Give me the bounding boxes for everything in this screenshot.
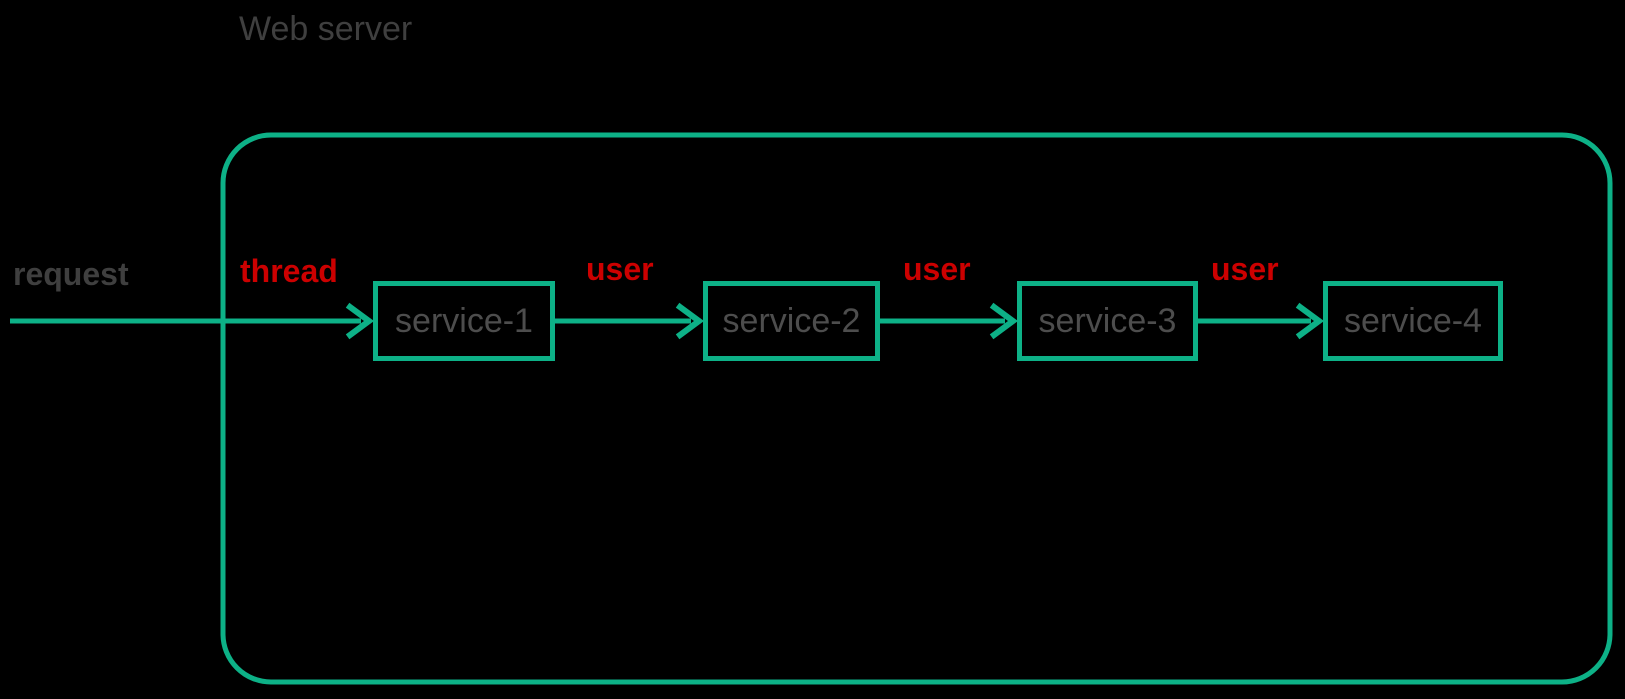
node-service-4[interactable]: service-4 <box>1323 281 1503 361</box>
edge-service-1-to-service-2 <box>555 302 705 340</box>
node-service-1[interactable]: service-1 <box>373 281 555 361</box>
edge-label-user-2: user <box>903 251 971 287</box>
request-flow-label: request <box>13 256 129 292</box>
node-service-2[interactable]: service-2 <box>703 281 880 361</box>
edge-label-user-3: user <box>1211 251 1279 287</box>
edge-label-user-1: user <box>586 251 654 287</box>
web-server-group-title: Web server <box>239 10 413 48</box>
edge-label-thread: thread <box>240 253 338 289</box>
node-service-1-label: service-1 <box>395 301 533 340</box>
node-service-3[interactable]: service-3 <box>1017 281 1198 361</box>
node-service-2-label: service-2 <box>722 301 861 340</box>
edge-service-2-to-service-3 <box>880 302 1019 340</box>
node-service-3-label: service-3 <box>1038 301 1177 340</box>
node-service-4-label: service-4 <box>1344 301 1482 340</box>
edge-service-3-to-service-4 <box>1198 302 1325 340</box>
edge-request-to-service-1 <box>10 302 375 340</box>
web-server-container-boundary <box>220 132 1613 685</box>
